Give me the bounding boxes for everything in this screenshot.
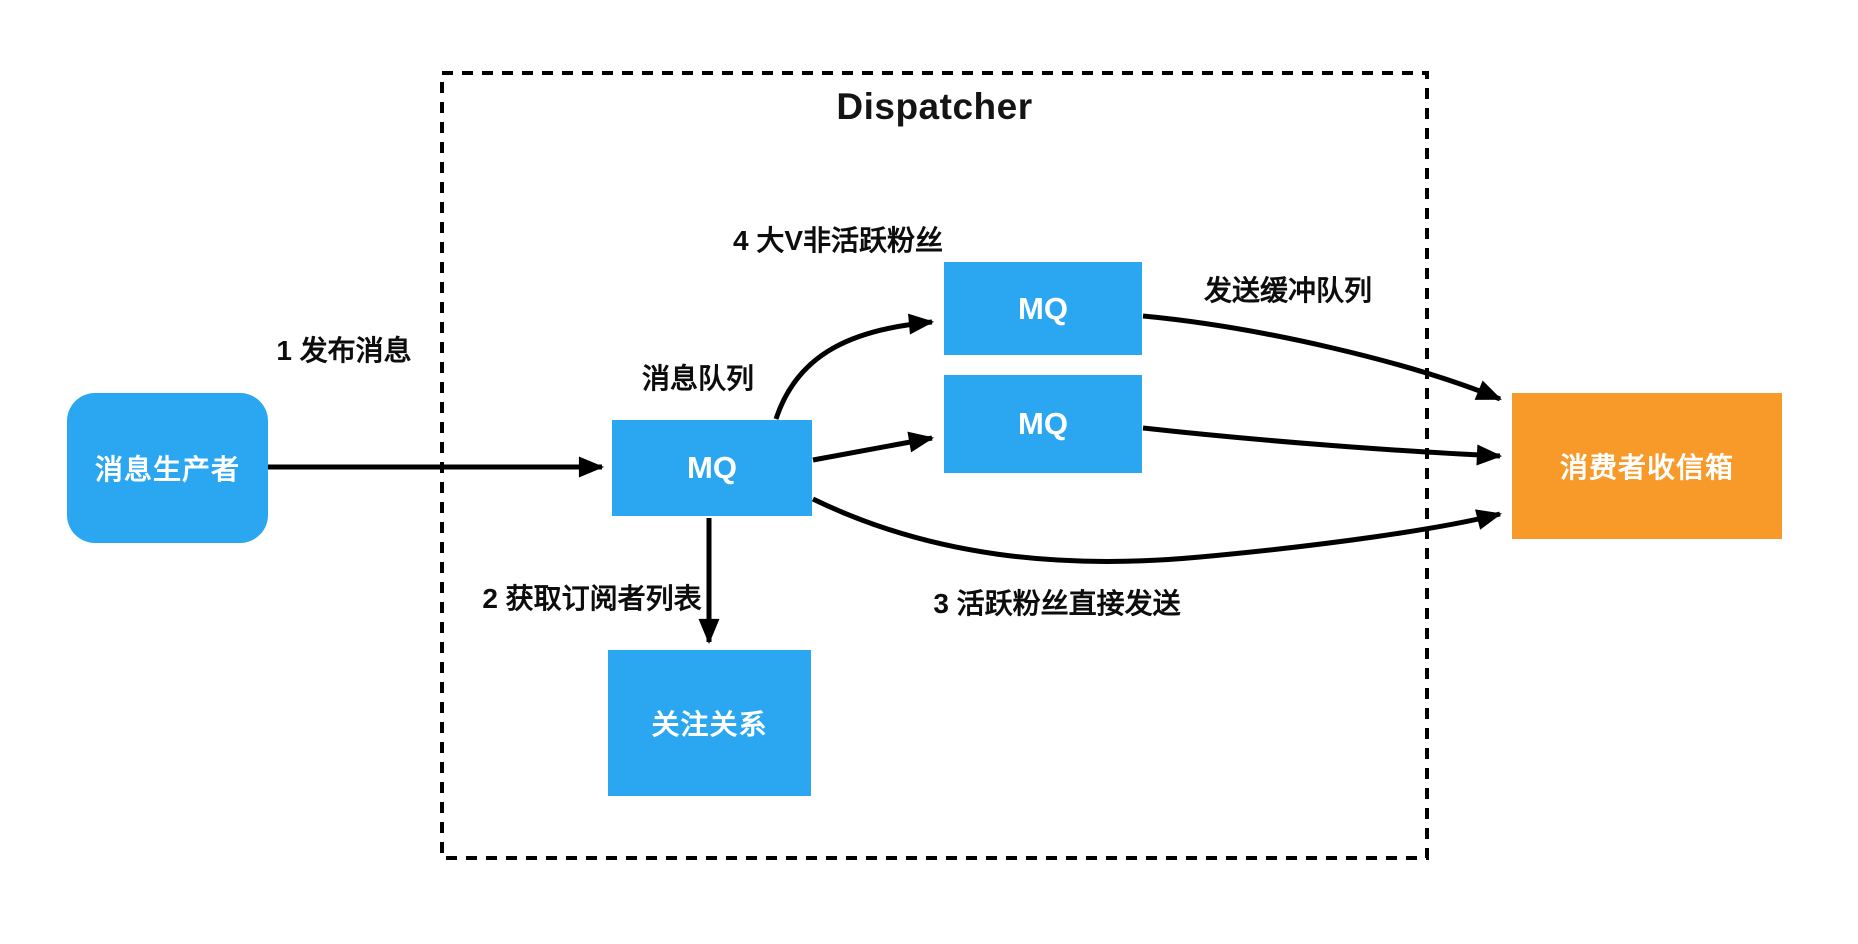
label-send-buffer-queue: 发送缓冲队列: [1203, 275, 1373, 306]
label-step4-bigv-inactive-fans: 4 大V非活跃粉丝: [732, 225, 944, 256]
node-consumer-inbox: 消费者收信箱: [1512, 393, 1782, 539]
node-mq-center: MQ: [612, 420, 812, 516]
node-consumer-inbox-label: 消费者收信箱: [1559, 452, 1734, 483]
node-follow-relation-label: 关注关系: [651, 709, 768, 740]
label-step3-active-fans-direct: 3 活跃粉丝直接发送: [933, 588, 1181, 619]
node-message-producer-label: 消息生产者: [94, 454, 240, 485]
node-mq-buffer-top: MQ: [944, 262, 1142, 355]
arrow-direct-send: [811, 496, 1503, 564]
node-mq-buffer-top-label: MQ: [1018, 290, 1068, 326]
node-follow-relation: 关注关系: [608, 650, 811, 796]
node-mq-buffer-mid: MQ: [944, 375, 1142, 473]
label-step1-publish: 1 发布消息: [276, 335, 412, 366]
arrow-buffer-top-to-inbox: [1142, 313, 1502, 402]
label-message-queue: 消息队列: [641, 363, 755, 394]
label-step2-get-subscribers: 2 获取订阅者列表: [482, 583, 702, 614]
arrow-to-buffer-mq-top: [773, 313, 935, 420]
node-mq-buffer-mid-label: MQ: [1018, 406, 1068, 441]
dispatcher-title: Dispatcher: [836, 86, 1033, 127]
arrow-buffer-mid-to-inbox: [1142, 425, 1503, 466]
node-message-producer: 消息生产者: [67, 393, 268, 543]
arrow-to-buffer-mq-mid: [812, 431, 935, 463]
node-mq-center-label: MQ: [687, 450, 737, 485]
